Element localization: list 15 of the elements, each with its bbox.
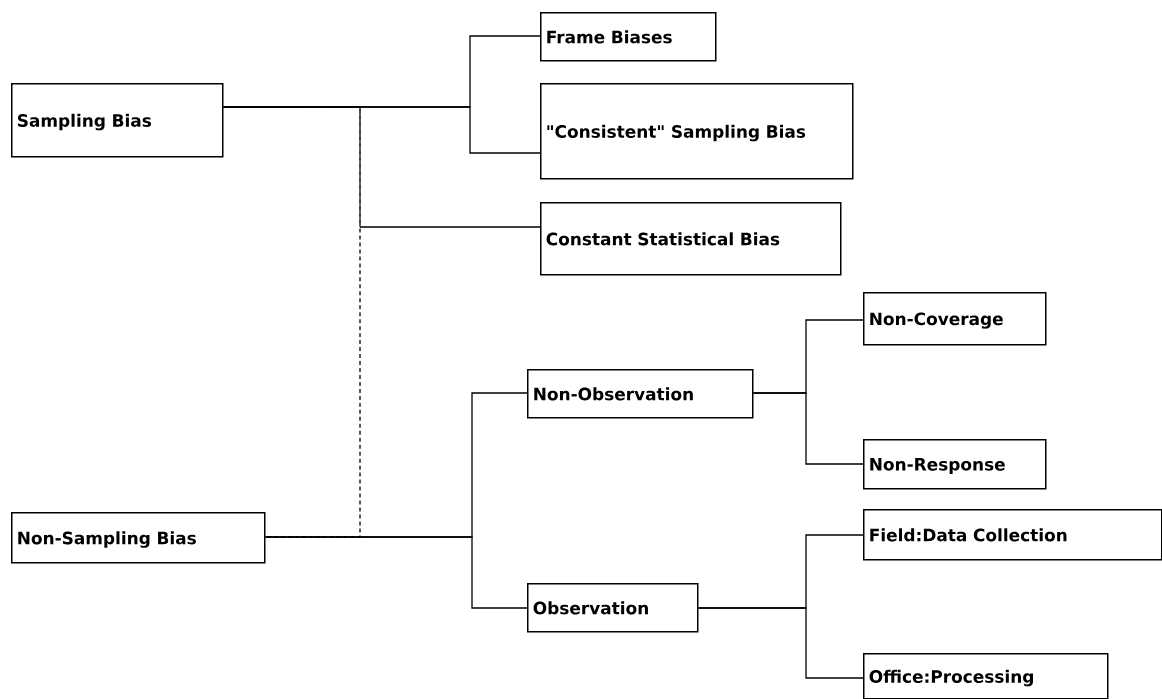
category-box: Non-Sampling Bias bbox=[11, 512, 266, 564]
connector-line bbox=[697, 607, 864, 679]
category-box: Non-Observation bbox=[527, 369, 754, 419]
connector-line bbox=[752, 392, 864, 465]
category-box: Office:Processing bbox=[863, 653, 1109, 699]
connector-line bbox=[264, 536, 528, 609]
category-box: Frame Biases bbox=[540, 12, 717, 62]
category-box: Sampling Bias bbox=[11, 83, 224, 158]
category-box: Non-Response bbox=[863, 439, 1047, 490]
category-box: "Consistent" Sampling Bias bbox=[540, 83, 854, 180]
connector-line bbox=[222, 106, 541, 228]
category-box: Constant Statistical Bias bbox=[540, 202, 842, 276]
category-box: Non-Coverage bbox=[863, 292, 1047, 346]
category-box: Field:Data Collection bbox=[863, 509, 1162, 561]
category-box: Observation bbox=[527, 583, 699, 633]
